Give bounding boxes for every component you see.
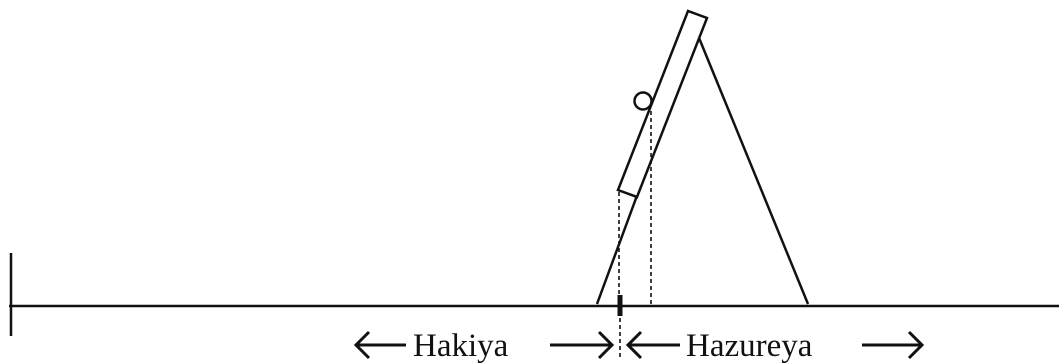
hakiya-left-arrow-icon — [353, 330, 406, 360]
hazureya-label: Hazureya — [686, 328, 813, 363]
target-board — [616, 9, 709, 199]
ring-marker — [633, 91, 653, 111]
hazureya-right-arrow-icon — [862, 330, 925, 360]
hakiya-label: Hakiya — [413, 328, 509, 363]
hazureya-left-arrow-icon — [625, 330, 680, 360]
hakiya-right-arrow-icon — [550, 330, 615, 360]
